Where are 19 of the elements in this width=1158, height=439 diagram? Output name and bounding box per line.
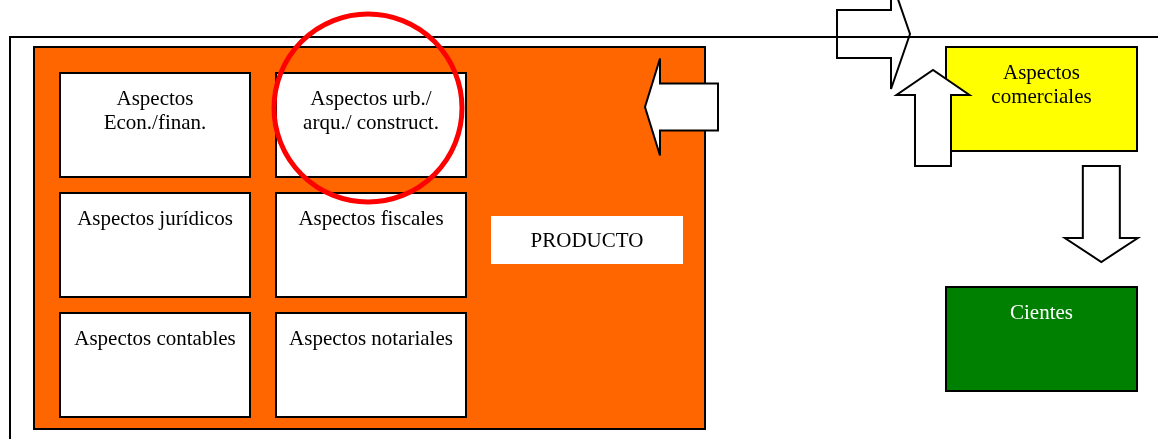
block-arrow xyxy=(1061,165,1142,264)
aspect-box xyxy=(275,72,467,178)
node-text: Aspectos Econ./finan. xyxy=(102,86,208,134)
aspect-box xyxy=(59,312,251,418)
aspect-box xyxy=(275,312,467,418)
aspect-box xyxy=(59,192,251,298)
node-text: Aspectos comerciales xyxy=(990,60,1093,108)
product-label: PRODUCTO xyxy=(491,216,683,264)
product-panel xyxy=(33,46,706,430)
node-text: Aspectos notariales xyxy=(288,326,454,350)
node-text: Cientes xyxy=(1009,300,1074,324)
node-text: Aspectos contables xyxy=(73,326,237,350)
node-text: Aspectos urb./ arqu./ construct. xyxy=(302,86,440,134)
clients-box xyxy=(945,286,1138,392)
commercial-box xyxy=(945,46,1138,152)
node-text: Aspectos jurídicos xyxy=(76,206,234,230)
aspect-box xyxy=(275,192,467,298)
aspect-box xyxy=(59,72,251,178)
node-text: Aspectos fiscales xyxy=(297,206,445,230)
